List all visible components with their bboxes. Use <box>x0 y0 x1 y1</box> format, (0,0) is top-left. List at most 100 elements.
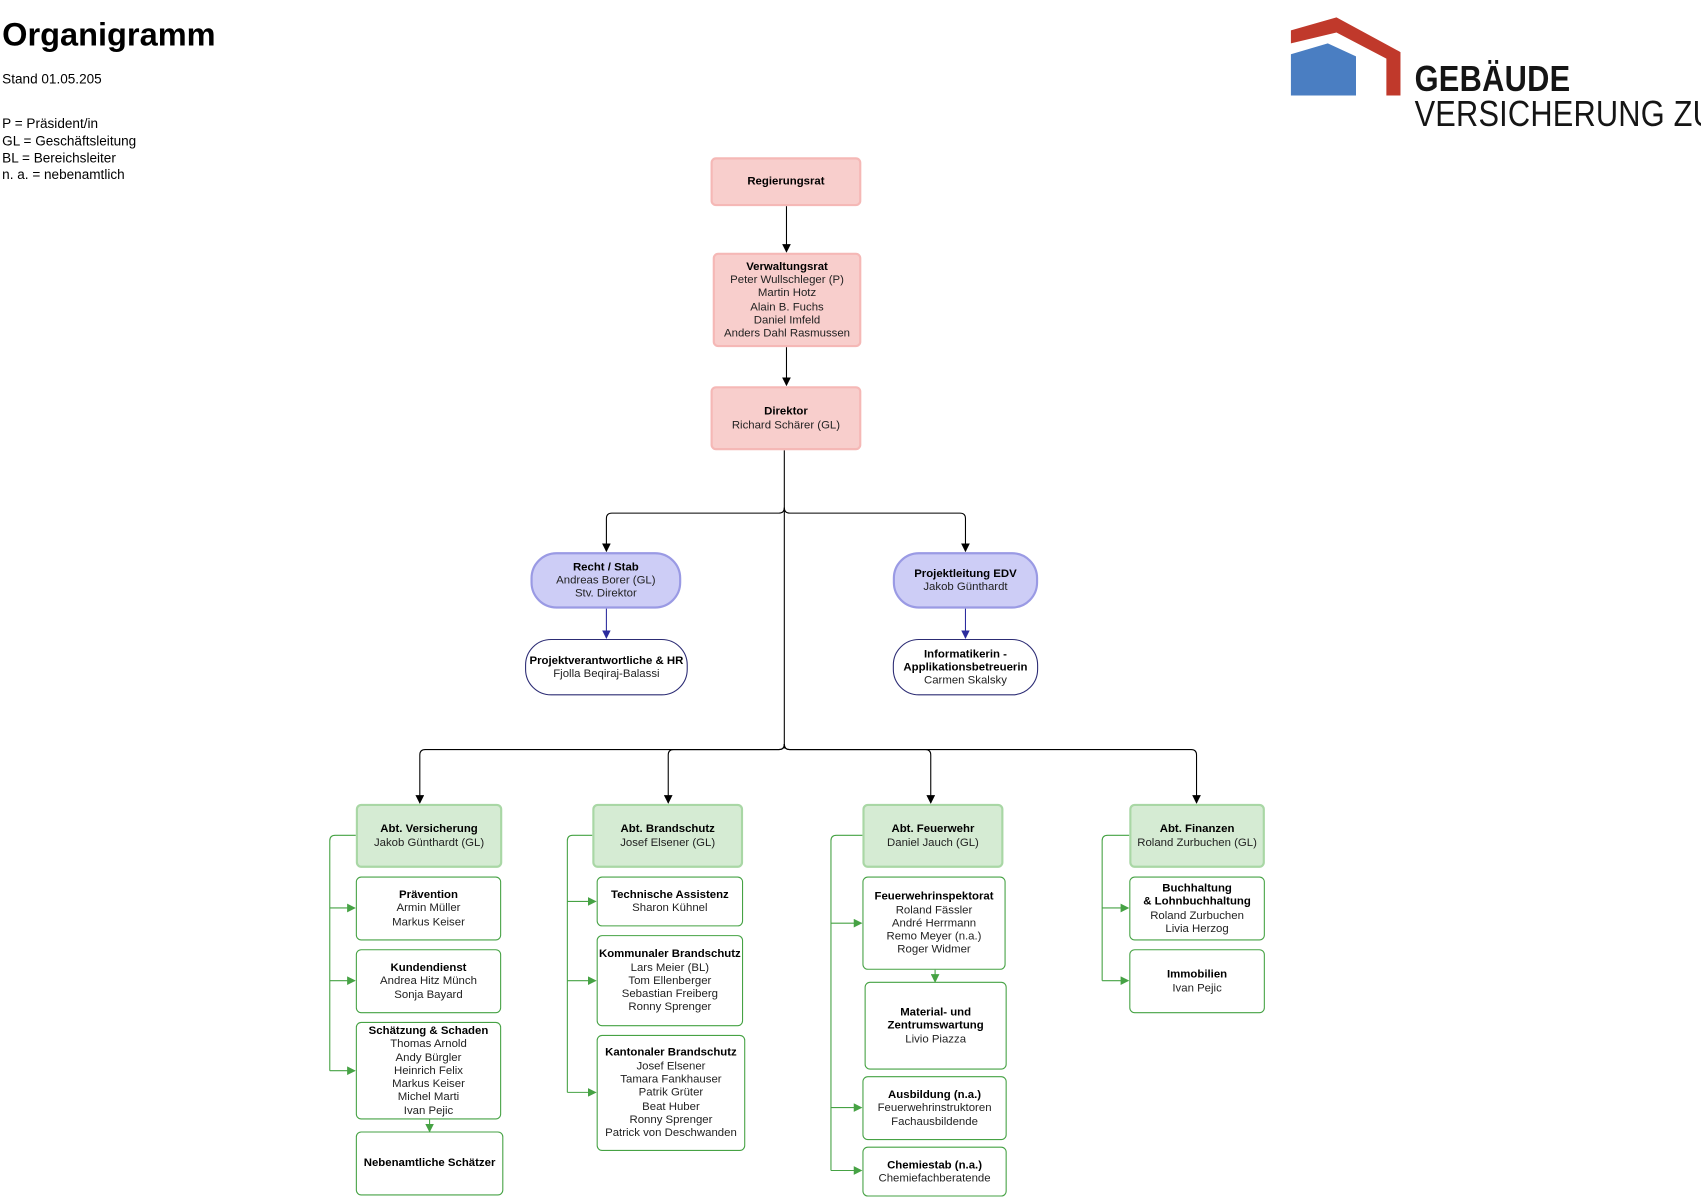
connector <box>783 744 936 804</box>
node-member: Patrik Grüter <box>638 1086 704 1100</box>
node-title: Abt. Feuerwehr <box>891 822 975 836</box>
node-title: Schätzung & Schaden <box>368 1024 489 1038</box>
node-title: Feuerwehrinspektorat <box>874 889 994 903</box>
node-chemiestab: Chemiestab (n.a.)Chemiefachberatende <box>862 1146 1007 1197</box>
node-member: Andreas Borer (GL) <box>556 573 656 587</box>
node-member: Feuerwehrinstruktoren <box>877 1101 992 1115</box>
node-title: Prävention <box>399 888 458 902</box>
node-member: Jakob Günthardt <box>923 580 1008 594</box>
node-member: Roland Zurbuchen (GL) <box>1137 835 1257 849</box>
node-member: Markus Keiser <box>392 1077 465 1091</box>
node-member: Fjolla Beqiraj-Balassi <box>553 667 660 681</box>
node-member: Michel Marti <box>397 1090 460 1104</box>
node-title: Nebenamtliche Schätzer <box>363 1156 496 1170</box>
node-member: Andrea Hitz Münch <box>380 974 477 988</box>
node-regierungsrat: Regierungsrat <box>710 157 862 207</box>
logo-text-line1: GEBÄUDE <box>1414 58 1571 99</box>
node-member: Sharon Kühnel <box>632 901 708 915</box>
node-member: Roland Zurbuchen <box>1150 908 1244 922</box>
node-member: Roland Fässler <box>895 903 973 917</box>
node-title: Buchhaltung <box>1162 881 1232 895</box>
node-member: Ivan Pejic <box>1172 981 1222 995</box>
logo-text-line2: VERSICHERUNG ZUG <box>1414 93 1701 134</box>
node-member: Thomas Arnold <box>390 1037 467 1051</box>
connector <box>329 834 356 1071</box>
node-title: Chemiestab (n.a.) <box>887 1158 983 1172</box>
house-logo-icon <box>1290 17 1401 96</box>
node-title: Abt. Brandschutz <box>620 822 715 836</box>
node-title: Applikationsbetreuerin <box>903 660 1028 674</box>
node-member: Patrick von Deschwanden <box>605 1126 737 1140</box>
node-title: Projektverantwortliche & HR <box>529 653 684 667</box>
connector <box>783 507 970 553</box>
node-title: Projektleitung EDV <box>914 567 1017 581</box>
node-member: Ronny Sprenger <box>629 1112 713 1126</box>
node-title: Material- und <box>900 1005 972 1019</box>
node-member: Markus Keiser <box>392 915 465 929</box>
node-title: Verwaltungsrat <box>746 259 828 273</box>
node-title: Abt. Versicherung <box>380 822 478 836</box>
node-member: Martin Hotz <box>757 286 817 300</box>
node-member: Beat Huber <box>642 1099 700 1113</box>
node-member: Fachausbildende <box>891 1114 978 1128</box>
abbreviation-legend: P = Präsident/in GL = Geschäftsleitung B… <box>2 116 136 185</box>
node-member: Tom Ellenberger <box>628 973 712 987</box>
node-title: Kundendienst <box>390 961 467 975</box>
node-member: Josef Elsener <box>636 1059 706 1073</box>
node-title: Recht / Stab <box>572 560 639 574</box>
company-logo: GEBÄUDE VERSICHERUNG ZUG <box>1287 15 1701 134</box>
node-member: Carmen Skalsky <box>923 673 1007 687</box>
node-member: Lars Meier (BL) <box>630 960 710 974</box>
node-member: Chemiefachberatende <box>878 1171 991 1185</box>
node-title: Kommunaler Brandschutz <box>598 947 741 961</box>
node-title: Ausbildung (n.a.) <box>888 1088 982 1102</box>
node-member: Richard Schärer (GL) <box>731 418 841 432</box>
node-title: Abt. Finanzen <box>1159 822 1235 836</box>
connector <box>415 744 785 804</box>
node-member: Sonja Bayard <box>394 987 463 1001</box>
node-member: Ronny Sprenger <box>628 1000 712 1014</box>
node-title: Regierungsrat <box>747 175 825 189</box>
connector <box>566 834 593 1093</box>
legend-item: GL = Geschäftsleitung <box>2 133 137 149</box>
node-title: Direktor <box>764 404 808 418</box>
node-member: Daniel Jauch (GL) <box>887 835 979 849</box>
node-title: Technische Assistenz <box>610 888 729 902</box>
node-title: Informatikerin - <box>924 647 1007 661</box>
connector <box>830 834 863 1171</box>
node-title: Zentrumswartung <box>887 1019 984 1033</box>
node-member: Josef Elsener (GL) <box>620 835 716 849</box>
node-member: Jakob Günthardt (GL) <box>373 835 485 849</box>
legend-item: BL = Bereichsleiter <box>2 150 116 166</box>
node-member: Tamara Fankhauser <box>620 1072 722 1086</box>
node-member: Livia Herzog <box>1165 921 1229 935</box>
node-member: Andy Bürgler <box>395 1050 462 1064</box>
node-title: & Lohnbuchhaltung <box>1143 895 1251 909</box>
node-member: Peter Wullschleger (P) <box>730 273 844 287</box>
connector <box>602 507 785 553</box>
legend-item: P = Präsident/in <box>2 116 99 132</box>
page-title: Organigramm <box>2 17 216 54</box>
node-member: Remo Meyer (n.a.) <box>886 929 982 943</box>
node-member: Armin Müller <box>396 901 461 915</box>
node-nebenamtliche-schaetzer: Nebenamtliche Schätzer <box>355 1131 504 1196</box>
node-member: Anders Dahl Rasmussen <box>724 326 851 340</box>
node-member: Daniel Imfeld <box>753 313 821 327</box>
